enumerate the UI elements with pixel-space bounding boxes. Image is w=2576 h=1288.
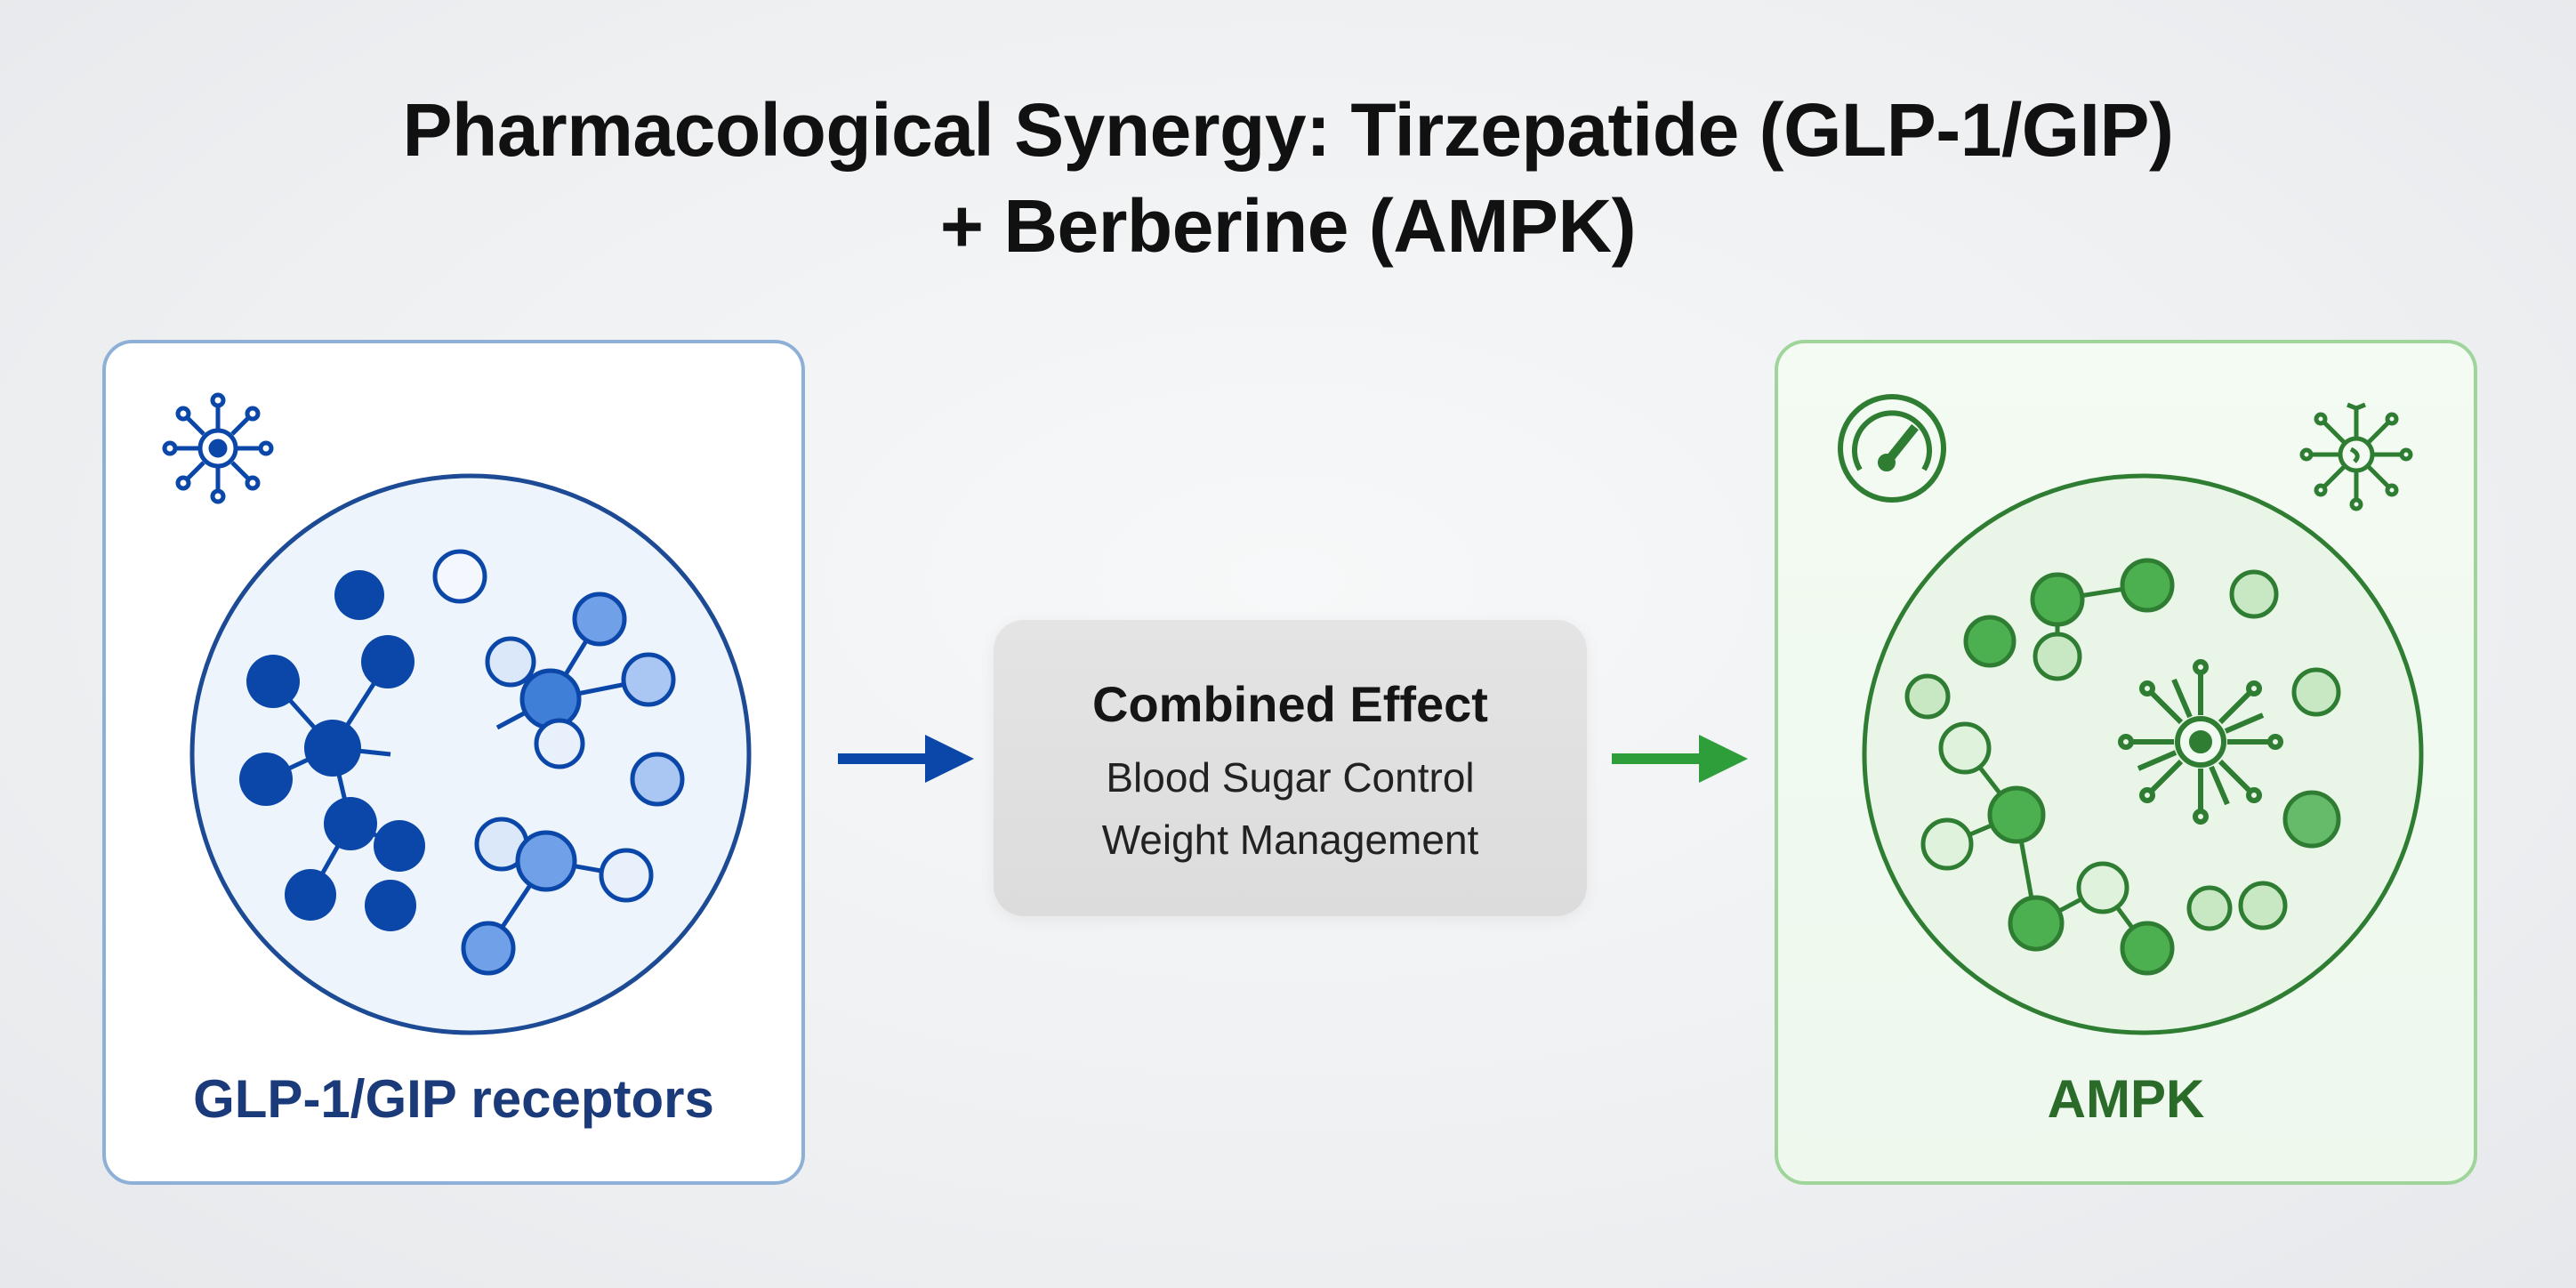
title-line-2: + Berberine (AMPK) — [939, 184, 1637, 268]
page-title: Pharmacological Synergy: Tirzepatide (GL… — [0, 82, 2576, 274]
receptor-icon — [162, 392, 274, 504]
ampk-illustration — [1838, 394, 2424, 1035]
ampk-panel: AMPK — [1775, 340, 2477, 1185]
effect-blood-sugar: Blood Sugar Control — [1106, 754, 1475, 801]
arrow-left-to-center — [838, 735, 974, 783]
arrow-center-to-right — [1612, 735, 1748, 783]
glp1-gip-panel: GLP-1/GIP receptors — [102, 340, 805, 1185]
glp1-gip-illustration — [162, 392, 752, 1035]
ampk-enzyme-center — [2118, 659, 2283, 825]
panel-label-glp1-gip: GLP-1/GIP receptors — [193, 1069, 714, 1129]
title-line-1: Pharmacological Synergy: Tirzepatide (GL… — [402, 88, 2174, 172]
enzyme-icon — [2299, 402, 2413, 511]
effect-weight: Weight Management — [1101, 817, 1479, 863]
panel-label-ampk: AMPK — [2047, 1069, 2205, 1129]
combined-effect-title: Combined Effect — [1092, 676, 1488, 732]
combined-effect-box: Combined Effect Blood Sugar Control Weig… — [994, 620, 1587, 916]
gauge-icon — [1838, 394, 1946, 503]
